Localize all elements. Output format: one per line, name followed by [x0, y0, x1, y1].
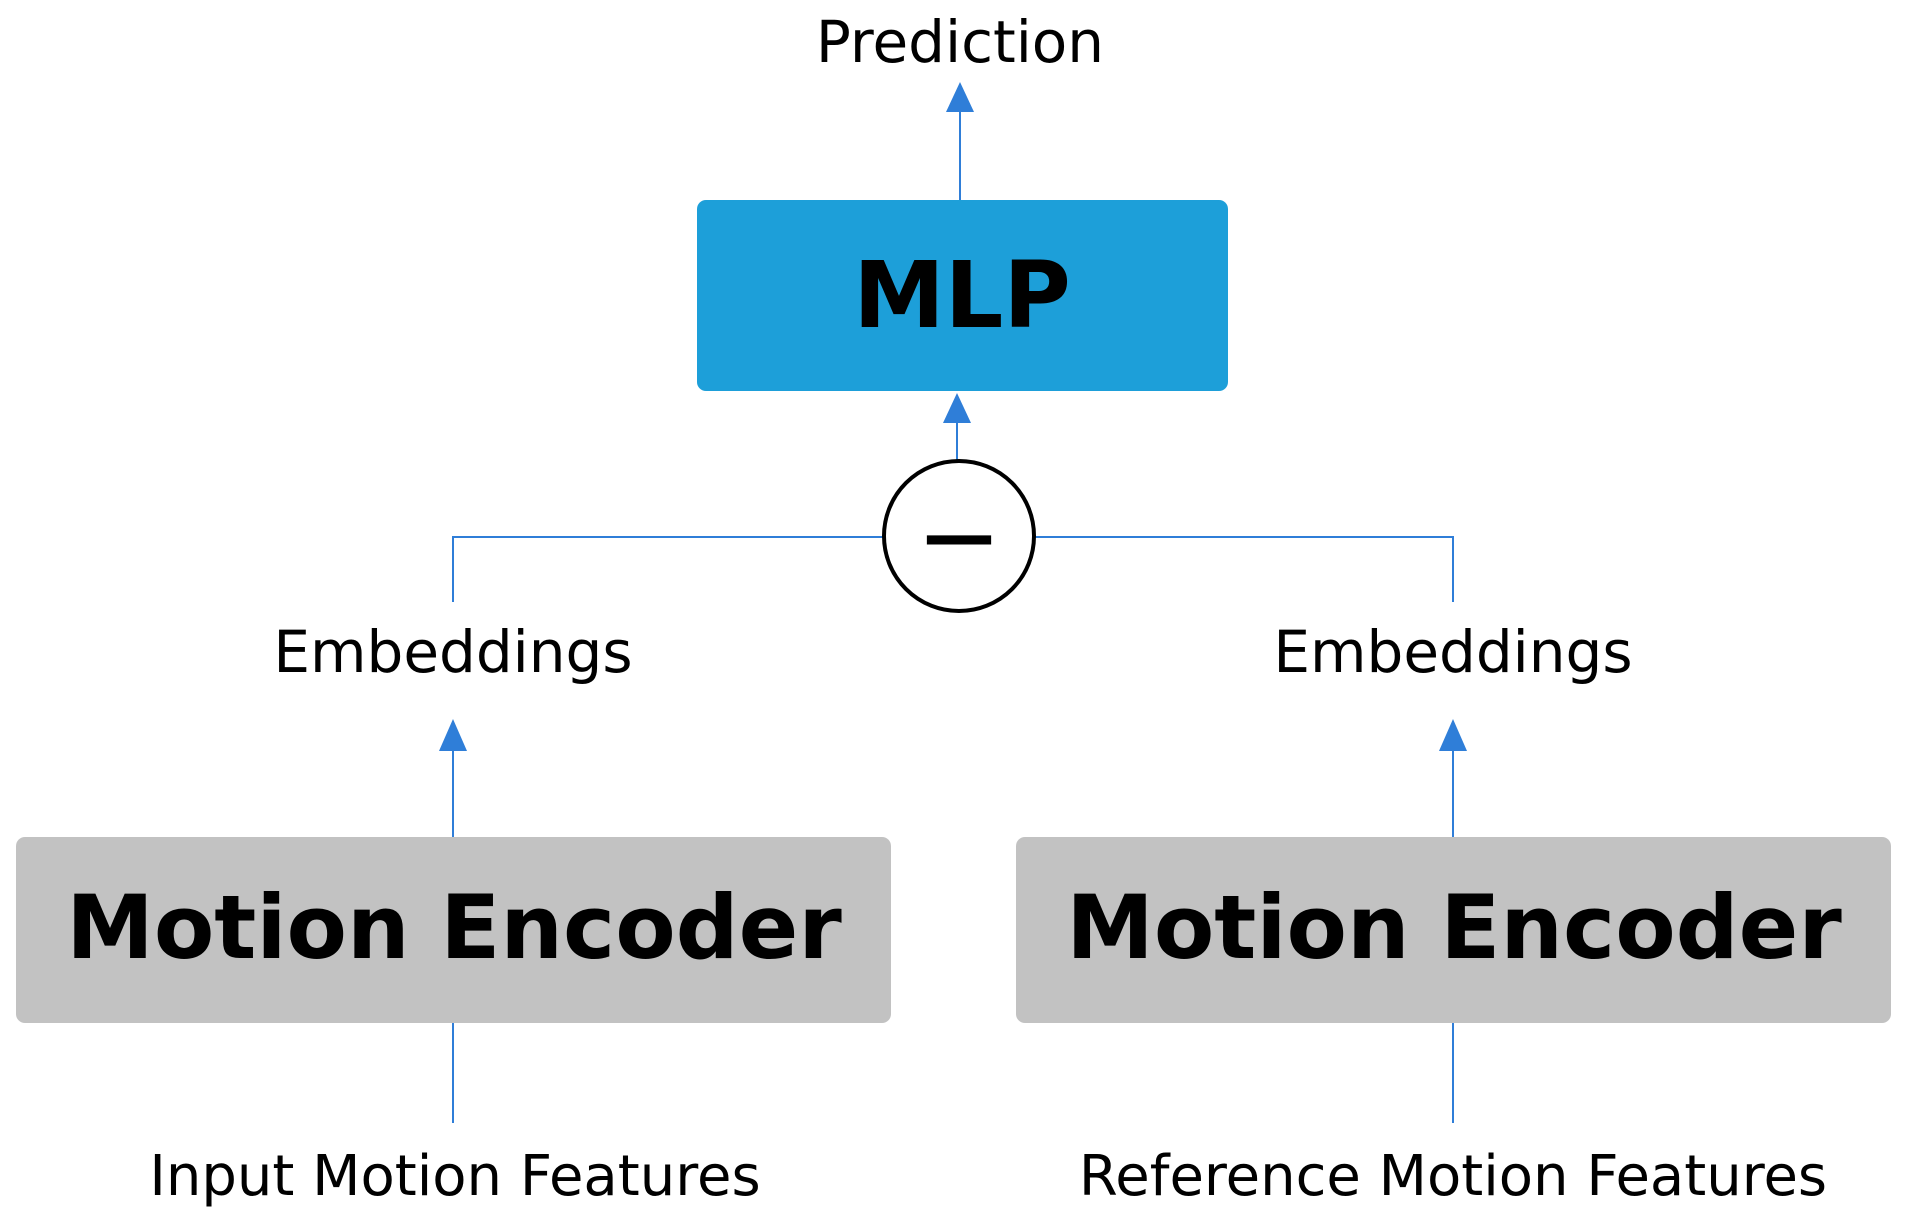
right-motion-encoder-label: Motion Encoder [1066, 876, 1842, 979]
left-embeddings-label: Embeddings [273, 618, 632, 686]
right-motion-encoder-block [1016, 837, 1891, 1023]
subtract-to-mlp-arrowhead [943, 393, 971, 423]
subtract-operator-node [882, 459, 1036, 613]
left-embedding-connector [452, 536, 884, 602]
left-encoder-to-embedding-arrowhead [439, 719, 467, 751]
right-embedding-connector [1034, 536, 1454, 602]
mlp-to-prediction-arrowhead [946, 82, 974, 112]
minus-icon: — [923, 493, 995, 577]
right-embeddings-label: Embeddings [1273, 618, 1632, 686]
mlp-label: MLP [853, 242, 1071, 349]
input-motion-features-label: Input Motion Features [149, 1144, 760, 1209]
right-encoder-to-embedding-arrowhead [1439, 719, 1467, 751]
left-motion-encoder-block [16, 837, 891, 1023]
mlp-block [697, 200, 1228, 391]
left-motion-encoder-label: Motion Encoder [66, 876, 842, 979]
prediction-label: Prediction [816, 8, 1104, 76]
reference-motion-features-label: Reference Motion Features [1079, 1144, 1827, 1209]
